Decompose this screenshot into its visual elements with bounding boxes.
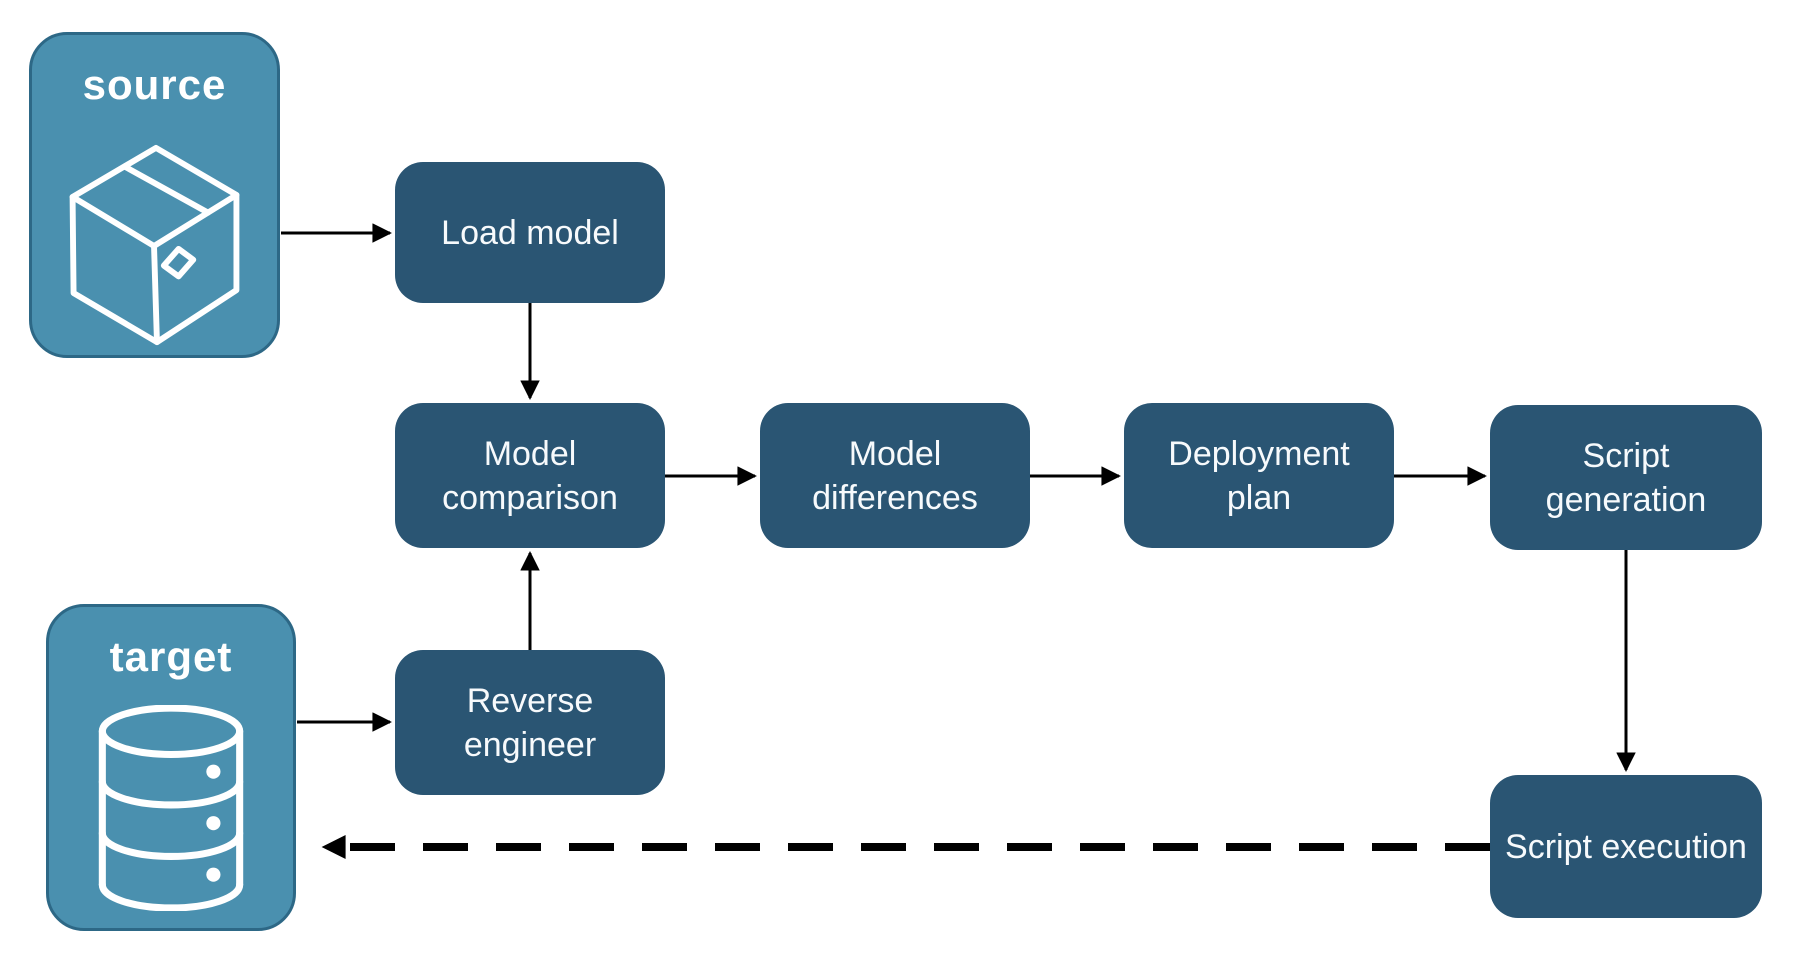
step-model-differences: Model differences [760,403,1030,548]
step-reverse-engineer: Reverse engineer [395,650,665,795]
step-model-differences-label: Model differences [812,434,978,517]
entity-target: target [46,604,296,931]
step-model-comparison: Model comparison [395,403,665,548]
step-script-execution-label: Script execution [1505,827,1747,866]
step-deployment-plan: Deployment plan [1124,403,1394,548]
entity-source-label: source [82,61,227,108]
step-load-model-label: Load model [441,213,619,252]
step-script-generation-label: Script generation [1545,436,1707,519]
step-script-generation: Script generation [1490,405,1762,550]
entity-target-label: target [109,633,233,680]
step-reverse-engineer-label: Reverse engineer [463,681,597,764]
entity-source: source [29,32,280,358]
step-model-comparison-label: Model comparison [442,434,618,517]
step-load-model: Load model [395,162,665,303]
package-icon [69,144,239,346]
step-script-execution: Script execution [1490,775,1762,918]
step-deployment-plan-label: Deployment plan [1168,434,1350,517]
database-icon [98,705,244,911]
